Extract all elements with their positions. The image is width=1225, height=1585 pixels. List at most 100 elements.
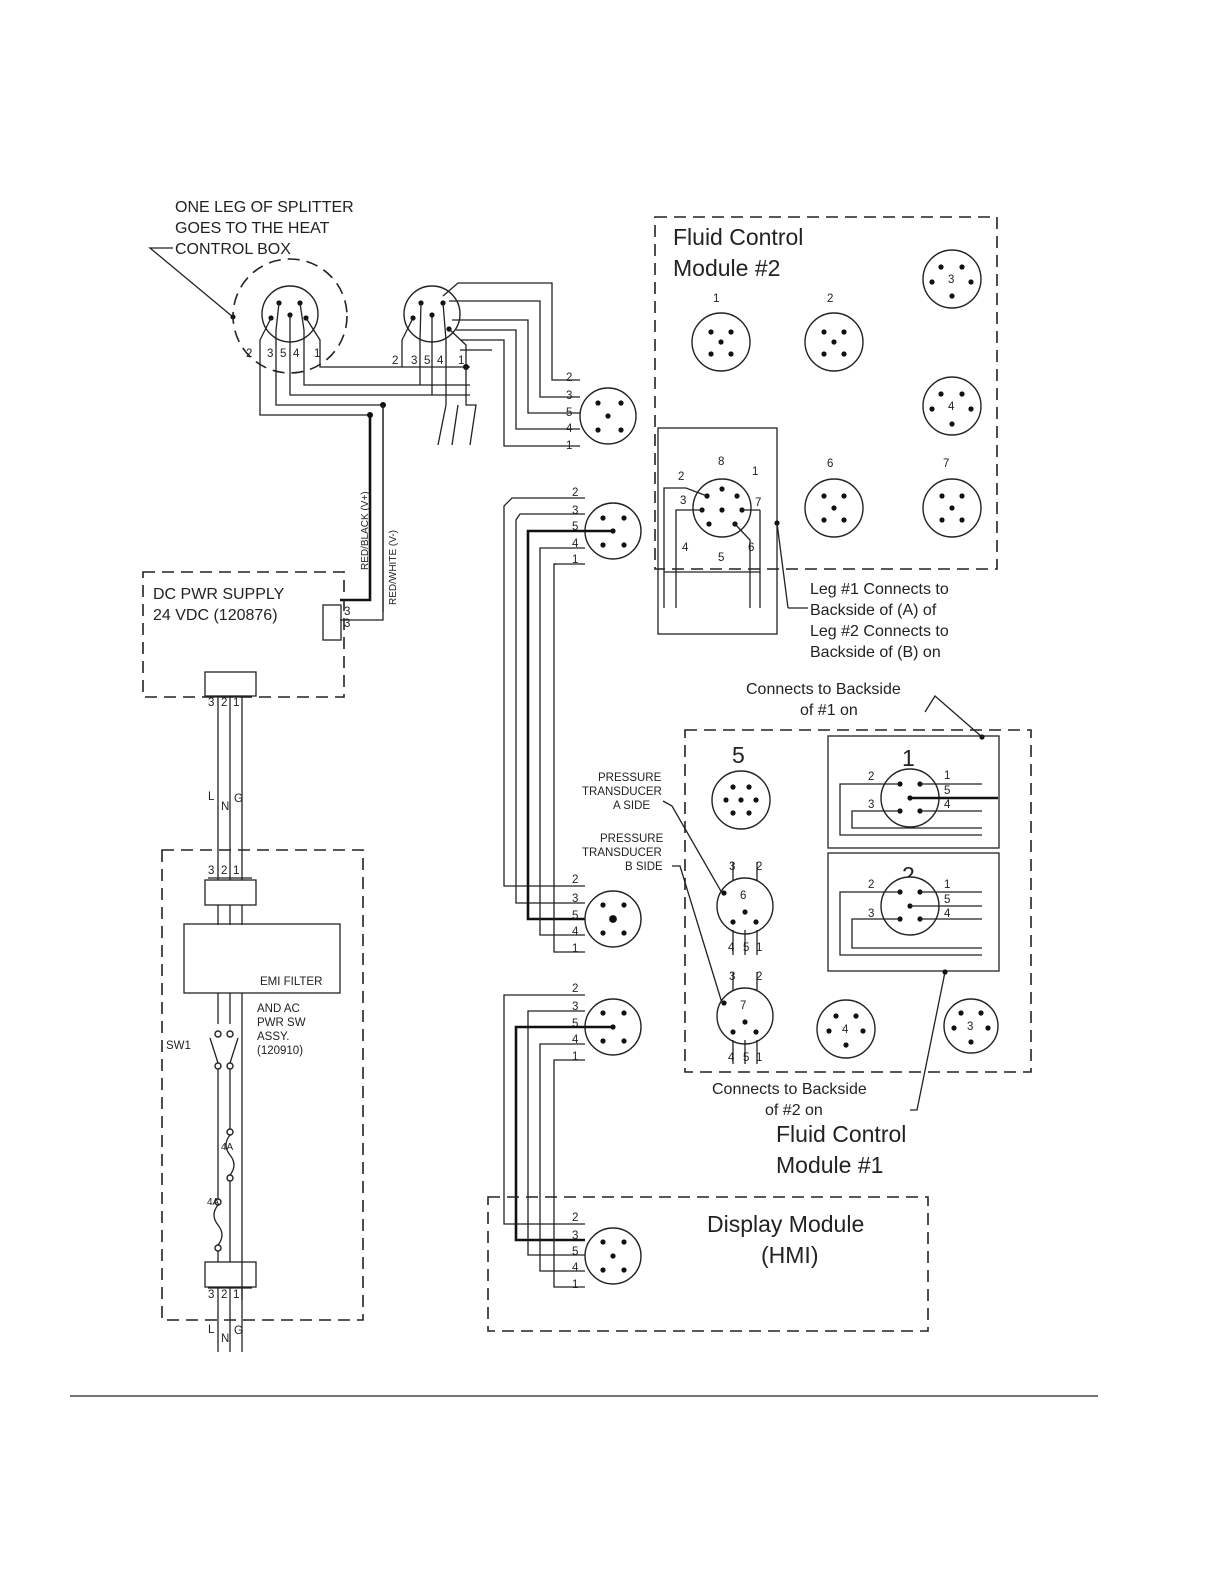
svg-text:2: 2 (827, 293, 833, 305)
svg-text:B SIDE: B SIDE (625, 861, 663, 873)
svg-text:1: 1 (233, 697, 239, 709)
dc-power-supply: DC PWR SUPPLY 24 VDC (120876) 3 3 3 2 1 (142, 571, 350, 709)
svg-text:PWR SW: PWR SW (257, 1017, 306, 1029)
svg-text:1: 1 (572, 554, 578, 566)
leg-note: Leg #1 Connects to Backside of (A) of Le… (788, 581, 949, 661)
svg-text:4: 4 (437, 355, 444, 367)
svg-text:3: 3 (868, 908, 874, 920)
svg-text:1: 1 (458, 355, 464, 367)
svg-text:2: 2 (756, 971, 762, 983)
svg-text:4: 4 (944, 908, 951, 920)
svg-text:TRANSDUCER: TRANSDUCER (582, 847, 662, 859)
svg-text:G: G (234, 793, 243, 805)
svg-text:N: N (221, 1333, 229, 1345)
svg-text:Connects to Backside: Connects to Backside (712, 1081, 867, 1098)
splitter-connector-heat-box: 2 3 5 4 1 (232, 258, 470, 416)
svg-text:3: 3 (967, 1021, 973, 1033)
mains-wiring-upper: L N G (208, 696, 252, 880)
fluid-control-module-1: 5 1 2 3 1 5 4 2 2 3 1 5 4 (684, 729, 1032, 1073)
svg-text:3: 3 (411, 355, 417, 367)
svg-text:5: 5 (944, 894, 950, 906)
svg-text:AND AC: AND AC (257, 1003, 300, 1015)
svg-text:2: 2 (868, 771, 874, 783)
backside-1-note: Connects to Backside of #1 on (746, 681, 985, 740)
svg-text:3: 3 (208, 697, 214, 709)
svg-text:3: 3 (344, 618, 350, 630)
svg-text:4: 4 (682, 542, 689, 554)
connector-fcm1-feed: 2 3 5 4 1 (503, 487, 642, 953)
svg-text:4: 4 (842, 1024, 849, 1036)
svg-text:4: 4 (566, 423, 573, 435)
svg-text:5: 5 (280, 348, 286, 360)
svg-text:1: 1 (902, 745, 915, 771)
svg-text:Module #2: Module #2 (673, 255, 780, 281)
svg-text:3: 3 (267, 348, 273, 360)
svg-text:2: 2 (572, 487, 578, 499)
svg-text:8: 8 (718, 456, 724, 468)
svg-text:RED/WHITE (V-): RED/WHITE (V-) (388, 530, 399, 605)
svg-text:4: 4 (572, 926, 579, 938)
svg-text:1: 1 (713, 293, 719, 305)
svg-text:5: 5 (718, 552, 724, 564)
svg-text:L: L (208, 791, 215, 803)
svg-text:2: 2 (868, 879, 874, 891)
svg-text:1: 1 (944, 879, 950, 891)
svg-text:DC PWR SUPPLY: DC PWR SUPPLY (153, 586, 285, 603)
svg-text:ONE LEG OF SPLITTER: ONE LEG OF SPLITTER (175, 199, 354, 216)
splitter-note: ONE LEG OF SPLITTER GOES TO THE HEAT CON… (148, 199, 354, 320)
svg-text:2: 2 (572, 874, 578, 886)
svg-text:3: 3 (572, 505, 578, 517)
svg-text:Fluid Control: Fluid Control (776, 1121, 906, 1147)
svg-text:2: 2 (246, 348, 252, 360)
svg-text:24 VDC (120876): 24 VDC (120876) (153, 607, 278, 624)
svg-text:1: 1 (756, 942, 762, 954)
svg-text:6: 6 (827, 458, 833, 470)
svg-text:3: 3 (566, 390, 572, 402)
svg-text:5: 5 (566, 407, 572, 419)
svg-text:5: 5 (944, 785, 950, 797)
svg-text:1: 1 (233, 1289, 239, 1301)
svg-text:2: 2 (678, 471, 684, 483)
connector-fcm2-feed: 2 3 5 4 1 (566, 372, 637, 452)
svg-text:3: 3 (344, 606, 350, 618)
svg-text:1: 1 (566, 440, 572, 452)
svg-text:5: 5 (572, 521, 578, 533)
svg-text:Leg #2 Connects to: Leg #2 Connects to (810, 623, 949, 640)
svg-text:Connects to Backside: Connects to Backside (746, 681, 901, 698)
svg-text:1: 1 (233, 865, 239, 877)
svg-text:7: 7 (740, 1000, 746, 1012)
svg-text:4: 4 (944, 799, 951, 811)
svg-text:3: 3 (948, 274, 954, 286)
svg-text:3: 3 (729, 971, 735, 983)
svg-text:1: 1 (756, 1052, 762, 1064)
svg-text:Display Module: Display Module (707, 1211, 864, 1237)
svg-text:5: 5 (732, 742, 745, 768)
svg-text:A SIDE: A SIDE (613, 800, 650, 812)
svg-text:6: 6 (748, 542, 754, 554)
svg-text:(HMI): (HMI) (761, 1242, 818, 1268)
svg-text:N: N (221, 801, 229, 813)
svg-text:ASSY.: ASSY. (257, 1031, 289, 1043)
pressure-transducer-b-label: PRESSURE TRANSDUCER B SIDE (582, 833, 723, 1004)
svg-text:5: 5 (424, 355, 430, 367)
svg-text:3: 3 (572, 1230, 578, 1242)
svg-text:1: 1 (572, 1051, 578, 1063)
connector-fcm1-return: 2 3 5 4 1 (572, 874, 642, 955)
svg-text:GOES TO THE HEAT: GOES TO THE HEAT (175, 220, 330, 237)
svg-text:1: 1 (944, 770, 950, 782)
svg-text:Module #1: Module #1 (776, 1152, 883, 1178)
svg-text:3: 3 (572, 1001, 578, 1013)
svg-text:2: 2 (572, 983, 578, 995)
connector-display-feed: 2 3 5 4 1 (503, 983, 642, 1288)
svg-text:2: 2 (221, 697, 227, 709)
svg-text:1: 1 (572, 1279, 578, 1291)
svg-text:2: 2 (566, 372, 572, 384)
svg-text:(120910): (120910) (257, 1045, 303, 1057)
svg-text:5: 5 (572, 1246, 578, 1258)
svg-text:7: 7 (943, 458, 949, 470)
svg-text:6: 6 (740, 890, 746, 902)
svg-text:TRANSDUCER: TRANSDUCER (582, 786, 662, 798)
svg-text:of #2 on: of #2 on (765, 1102, 823, 1119)
